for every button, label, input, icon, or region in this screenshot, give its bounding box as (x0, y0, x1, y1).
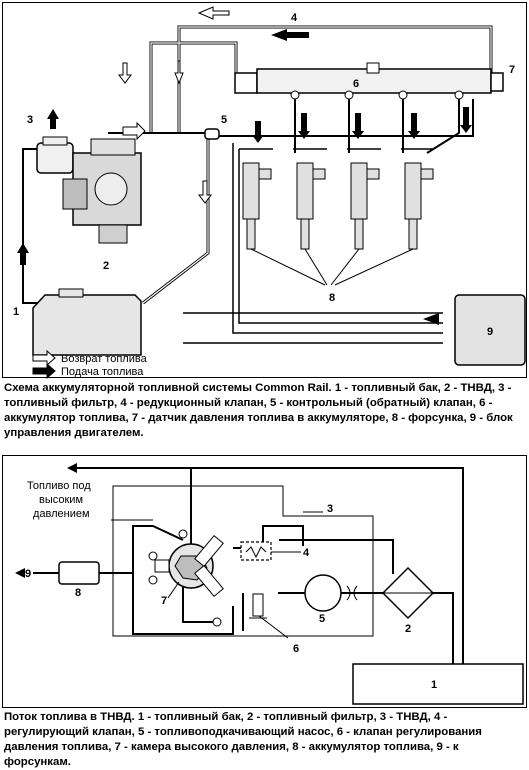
injector-return-lines (183, 143, 443, 344)
regulating-valve (240, 541, 272, 561)
pump-body (112, 485, 374, 637)
top-legend: Возврат топлива Подача топлива (32, 349, 148, 380)
bottom-labels: 1 2 3 4 5 6 7 8 9 (25, 503, 437, 691)
label-hp-chamber: 7 (161, 595, 167, 607)
injector (404, 162, 434, 250)
injector-feed-lines (294, 93, 460, 154)
common-rail-caption: Схема аккумуляторной топливной системы C… (4, 382, 513, 439)
hp-pump (62, 138, 142, 244)
label-injectors: 8 (329, 292, 335, 304)
hp-pump-flow-diagram: 1 2 3 4 5 6 7 8 9 Топливо под высоким да… (15, 463, 524, 705)
fuel-filter-bottom (381, 566, 435, 620)
label-reducing-valve: 4 (291, 12, 298, 24)
label-accumulator: 8 (75, 587, 81, 599)
label-ecu: 9 (487, 326, 493, 338)
legend-return: Возврат топлива (61, 353, 148, 365)
label-pressure-sensor: 7 (509, 64, 515, 76)
label-hp-pump: 3 (327, 503, 333, 515)
restriction-symbol (346, 585, 358, 601)
fuel-lines (33, 467, 464, 676)
ecu (454, 294, 526, 366)
injector (350, 162, 380, 250)
label-filter-bottom: 2 (405, 623, 411, 635)
flow-arrows-bottom (15, 463, 77, 578)
label-regulating-valve: 4 (303, 547, 310, 559)
label-tank-bottom: 1 (431, 679, 437, 691)
control-valve (204, 128, 220, 140)
label-pressure-valve: 6 (293, 643, 299, 655)
fuel-tank-bottom (352, 663, 524, 705)
rail-outlets (290, 90, 464, 100)
check-valves (148, 529, 222, 627)
injector (296, 162, 326, 250)
label-control-valve: 5 (221, 114, 227, 126)
label-pump: 2 (103, 260, 109, 272)
hp-note: Топливо под высоким давлением (27, 480, 91, 520)
leader-lines-bottom (111, 511, 323, 639)
hp-pump-flow-caption: Поток топлива в ТНВД. 1 - топливный бак,… (4, 711, 482, 768)
hp-note-line3: давлением (33, 508, 90, 520)
hp-chamber (154, 534, 224, 598)
fuel-rail (234, 62, 504, 94)
common-rail-diagram: 1 2 3 4 5 6 7 8 9 Возврат топлива Подача… (13, 6, 526, 380)
hp-pump-flow-panel: 1 2 3 4 5 6 7 8 9 Топливо под высоким да… (2, 455, 527, 708)
pressure-regulating-valve (249, 593, 267, 619)
hp-note-line1: Топливо под (27, 480, 91, 492)
top-labels: 1 2 3 4 5 6 7 8 9 (13, 12, 515, 338)
label-rail: 6 (353, 78, 359, 90)
hp-note-line2: высоким (39, 494, 83, 506)
flow-arrows (17, 29, 472, 325)
label-filter: 3 (27, 114, 33, 126)
common-rail-diagram-panel: 1 2 3 4 5 6 7 8 9 Возврат топлива Подача… (2, 2, 527, 380)
injectors (242, 162, 434, 250)
fuel-filter (36, 136, 74, 174)
return-legend-arrow (32, 349, 56, 367)
injector (242, 162, 272, 250)
supply-legend-arrow (32, 362, 56, 380)
label-tank: 1 (13, 306, 19, 318)
label-feed-pump: 5 (319, 613, 325, 625)
injector-leader-lines (250, 248, 414, 286)
legend-supply: Подача топлива (61, 366, 144, 378)
fuel-tank (32, 288, 142, 356)
return-arrows (118, 6, 230, 204)
accumulator-bottom (58, 561, 100, 585)
label-to-injectors: 9 (25, 568, 31, 580)
feed-pump (304, 574, 342, 612)
